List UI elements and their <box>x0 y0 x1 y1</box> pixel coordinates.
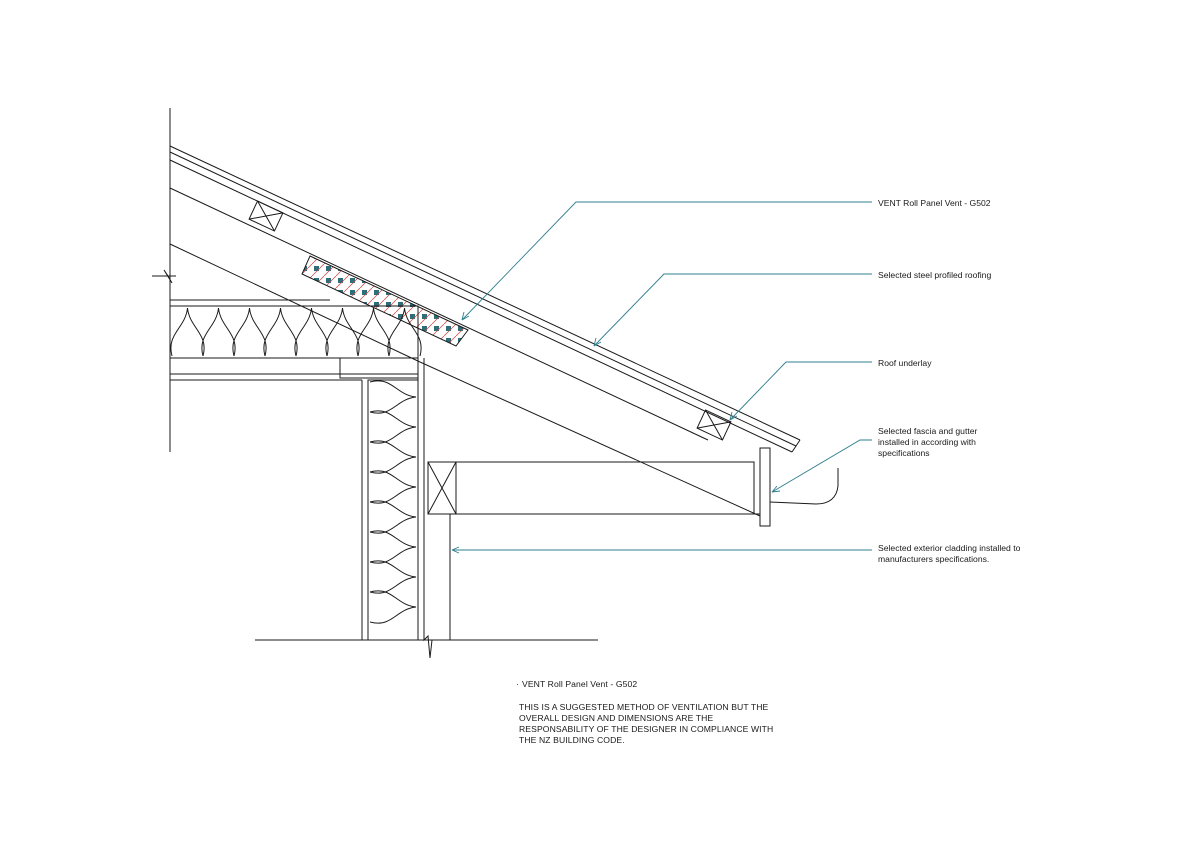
note-line1: THIS IS A SUGGESTED METHOD OF VENTILATIO… <box>519 702 769 712</box>
label-underlay: Roof underlay <box>878 358 932 368</box>
label-fascia-line3: specifications <box>878 448 930 458</box>
note-title: VENT Roll Panel Vent - G502 <box>522 679 637 689</box>
upper-wall-section <box>152 108 176 452</box>
label-roofing: Selected steel profiled roofing <box>878 270 991 280</box>
ceiling-insulation <box>169 305 422 359</box>
wall-framing <box>169 358 598 659</box>
note-line4: THE NZ BUILDING CODE. <box>519 735 625 745</box>
roll-panel-vent <box>301 255 469 347</box>
note-line3: RESPONSABILITY OF THE DESIGNER IN COMPLI… <box>519 724 773 734</box>
purlin-upper <box>248 200 284 232</box>
label-cladding-line1: Selected exterior cladding installed to <box>878 543 1021 553</box>
label-leaders <box>451 201 872 554</box>
top-plate <box>170 357 419 381</box>
purlin-lower <box>696 409 732 441</box>
label-fascia-line1: Selected fascia and gutter <box>878 426 978 436</box>
roof-assembly <box>169 145 801 453</box>
eave-soffit <box>427 461 760 515</box>
label-fascia-line2: installed in according with <box>878 437 976 447</box>
label-vent: VENT Roll Panel Vent - G502 <box>878 198 991 208</box>
label-cladding-line2: manufacturers specifications. <box>878 554 989 564</box>
note-marker: · <box>516 679 519 689</box>
note-line2: OVERALL DESIGN AND DIMENSIONS ARE THE <box>519 713 713 723</box>
fascia-and-gutter <box>759 447 839 527</box>
truss-lower-chord <box>169 243 761 517</box>
notes-block: · VENT Roll Panel Vent - G502 THIS IS A … <box>516 679 773 745</box>
wall-insulation <box>367 379 419 641</box>
